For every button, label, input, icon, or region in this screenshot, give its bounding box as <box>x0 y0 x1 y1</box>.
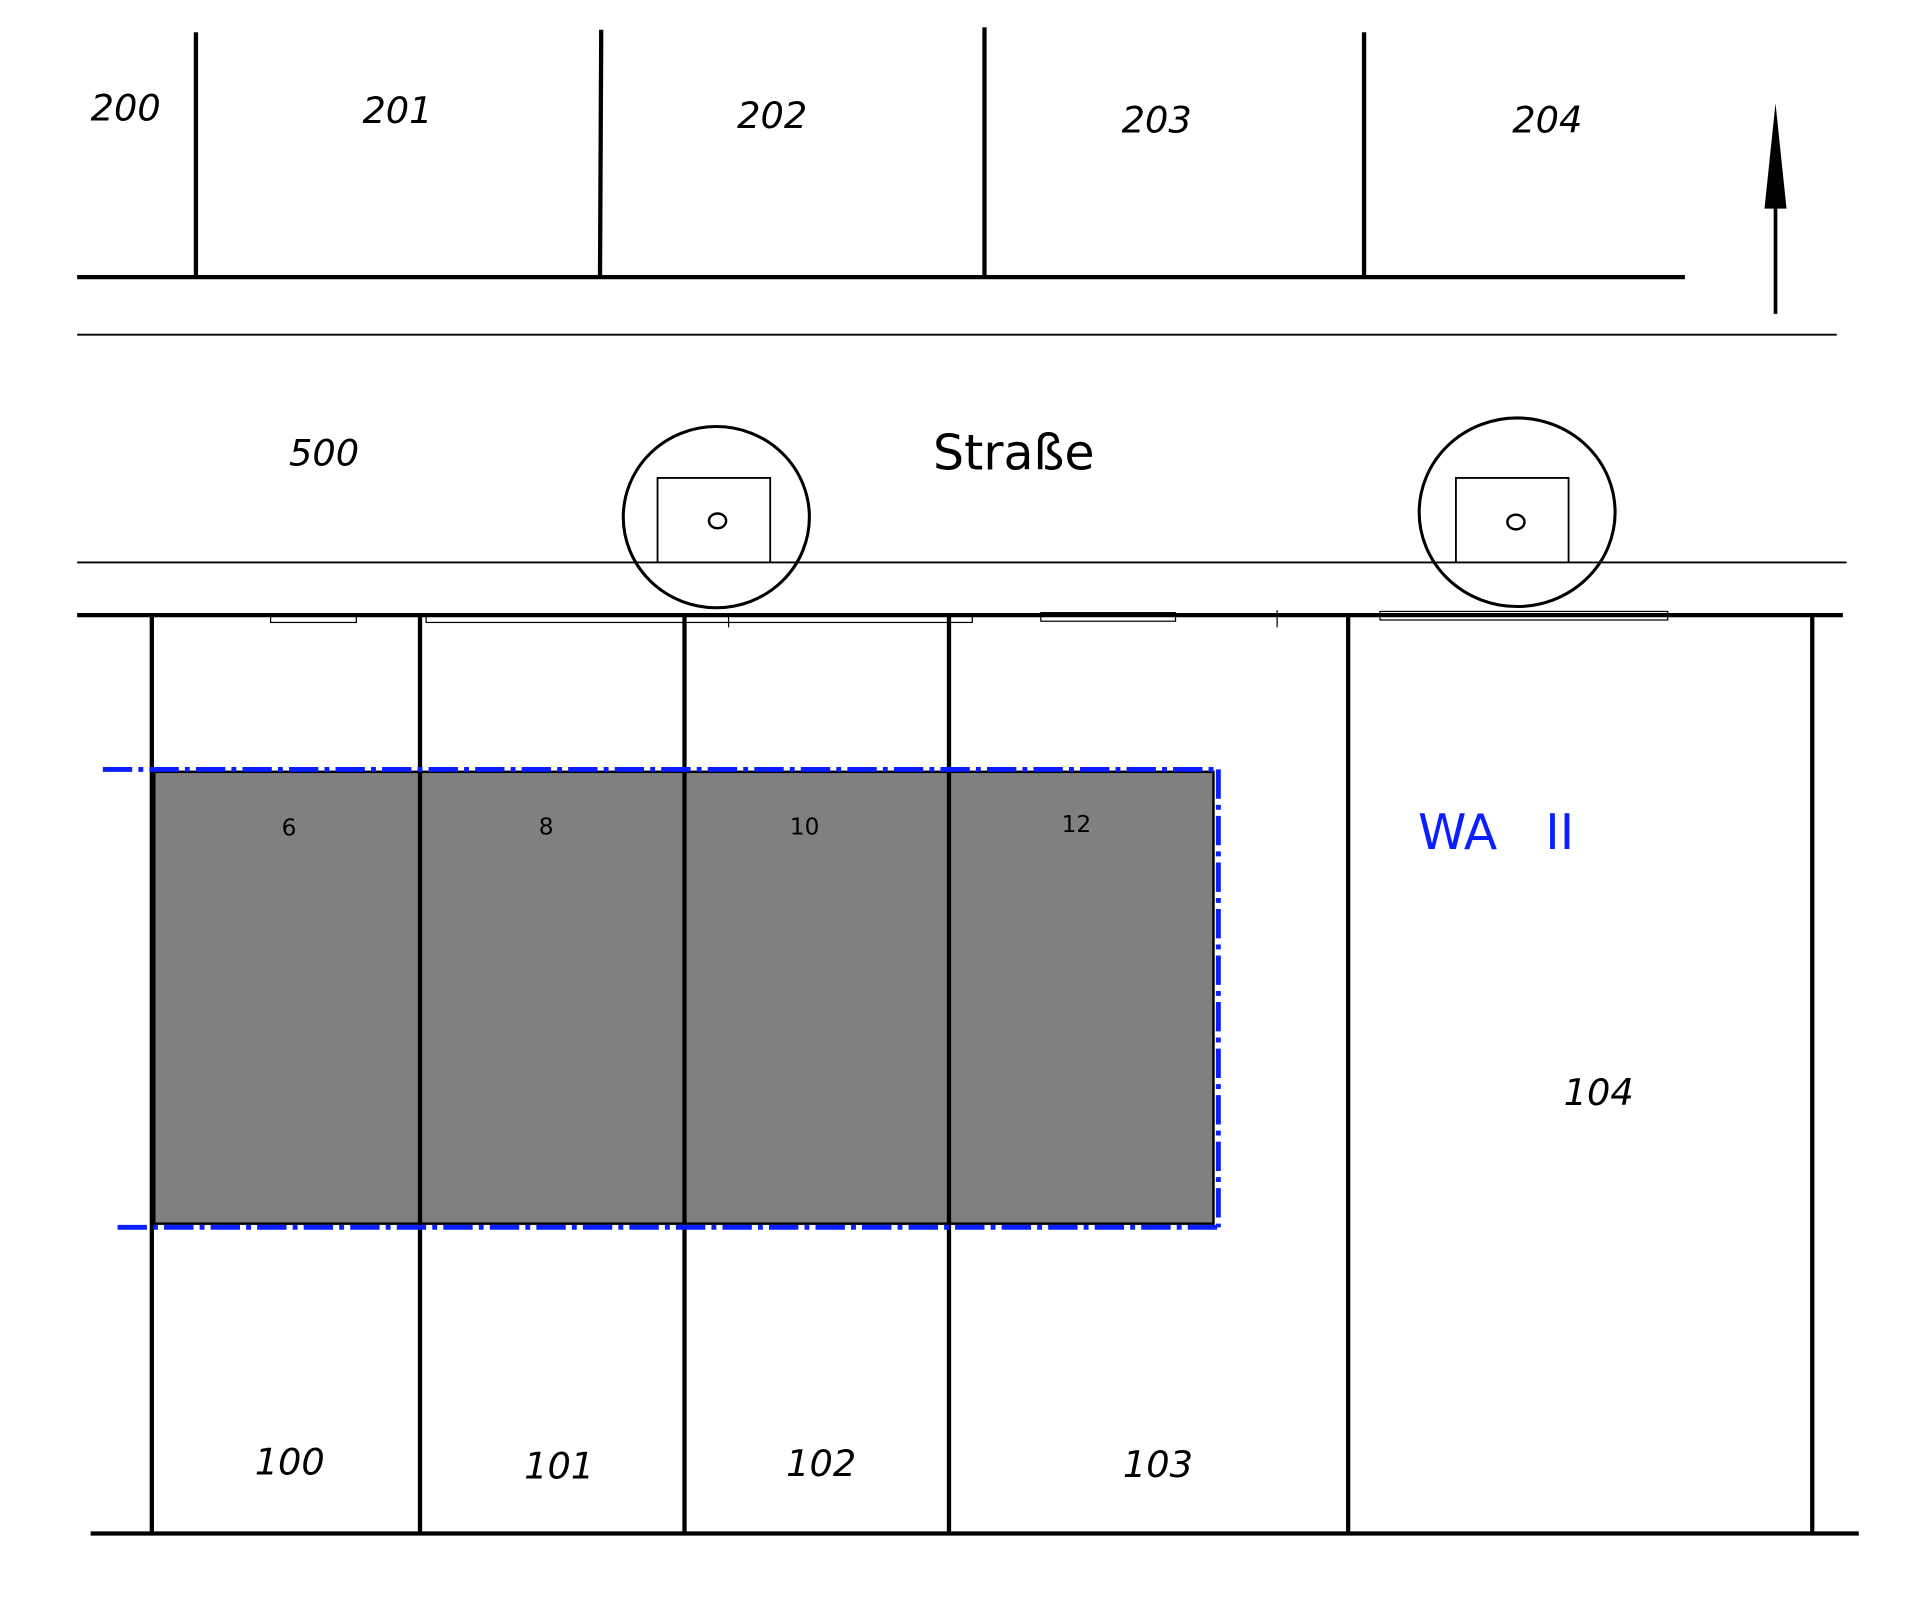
parcel-label: 203 <box>1122 99 1192 142</box>
zone-use-label: WA <box>1418 804 1498 861</box>
parcel-label: 101 <box>524 1444 594 1487</box>
detail-marker <box>1417 416 1617 609</box>
building <box>683 770 951 1225</box>
house-number: 6 <box>282 815 297 842</box>
zone-storeys-label: II <box>1545 804 1574 861</box>
parcel-label: 202 <box>737 94 807 137</box>
north-parcels <box>77 27 1685 280</box>
detail-marker <box>621 425 811 610</box>
house-number: 10 <box>790 813 820 840</box>
building <box>947 770 1215 1225</box>
parcel-label: 204 <box>1512 99 1582 142</box>
parcel-label: 100 <box>255 1441 325 1484</box>
house-number: 12 <box>1062 811 1092 838</box>
parcel-label: 200 <box>91 86 161 129</box>
parcel-label: 104 <box>1564 1071 1634 1114</box>
parcel-label: 201 <box>362 89 432 132</box>
parcel-label: 102 <box>786 1442 856 1485</box>
curb-strips <box>270 610 1669 628</box>
north-arrow-icon <box>1764 103 1787 314</box>
building-boundary <box>102 766 1221 1230</box>
house-number: 8 <box>539 813 554 840</box>
street-lines <box>77 333 1847 618</box>
street-parcel-label: 500 <box>289 432 359 475</box>
parcel-label: 103 <box>1123 1443 1193 1486</box>
street-label: Straße <box>933 424 1094 481</box>
building <box>153 770 422 1225</box>
